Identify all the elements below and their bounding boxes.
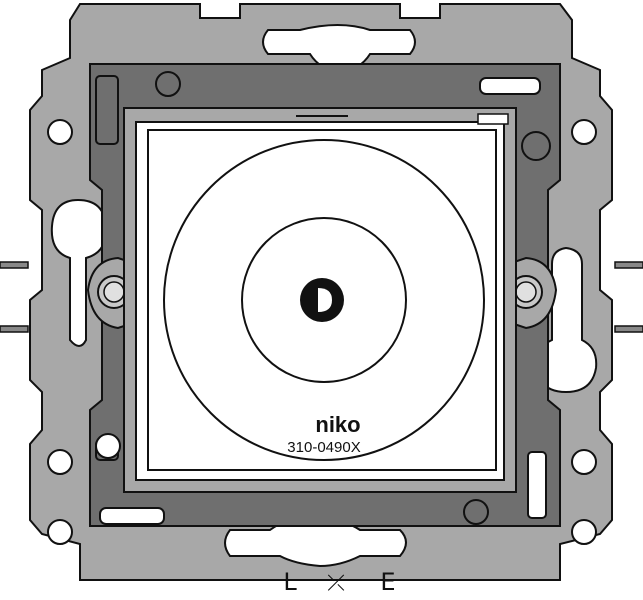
hole-right-top bbox=[571, 119, 597, 145]
dimmer-knob[interactable] bbox=[163, 139, 485, 461]
hole-left-bottom bbox=[47, 449, 73, 475]
screw-right bbox=[507, 256, 558, 330]
brand-logo: niko bbox=[315, 412, 360, 437]
terminal-earth-label: E bbox=[380, 568, 395, 596]
terminal-line-label: L bbox=[283, 568, 297, 596]
model-code: 310-0490X bbox=[287, 439, 360, 456]
knob-indicator bbox=[318, 288, 332, 312]
terminal-load-label: ⤫ bbox=[327, 571, 345, 596]
hole-right-bottom bbox=[571, 449, 597, 475]
hole-left-top bbox=[47, 119, 73, 145]
top-slot bbox=[262, 24, 416, 74]
